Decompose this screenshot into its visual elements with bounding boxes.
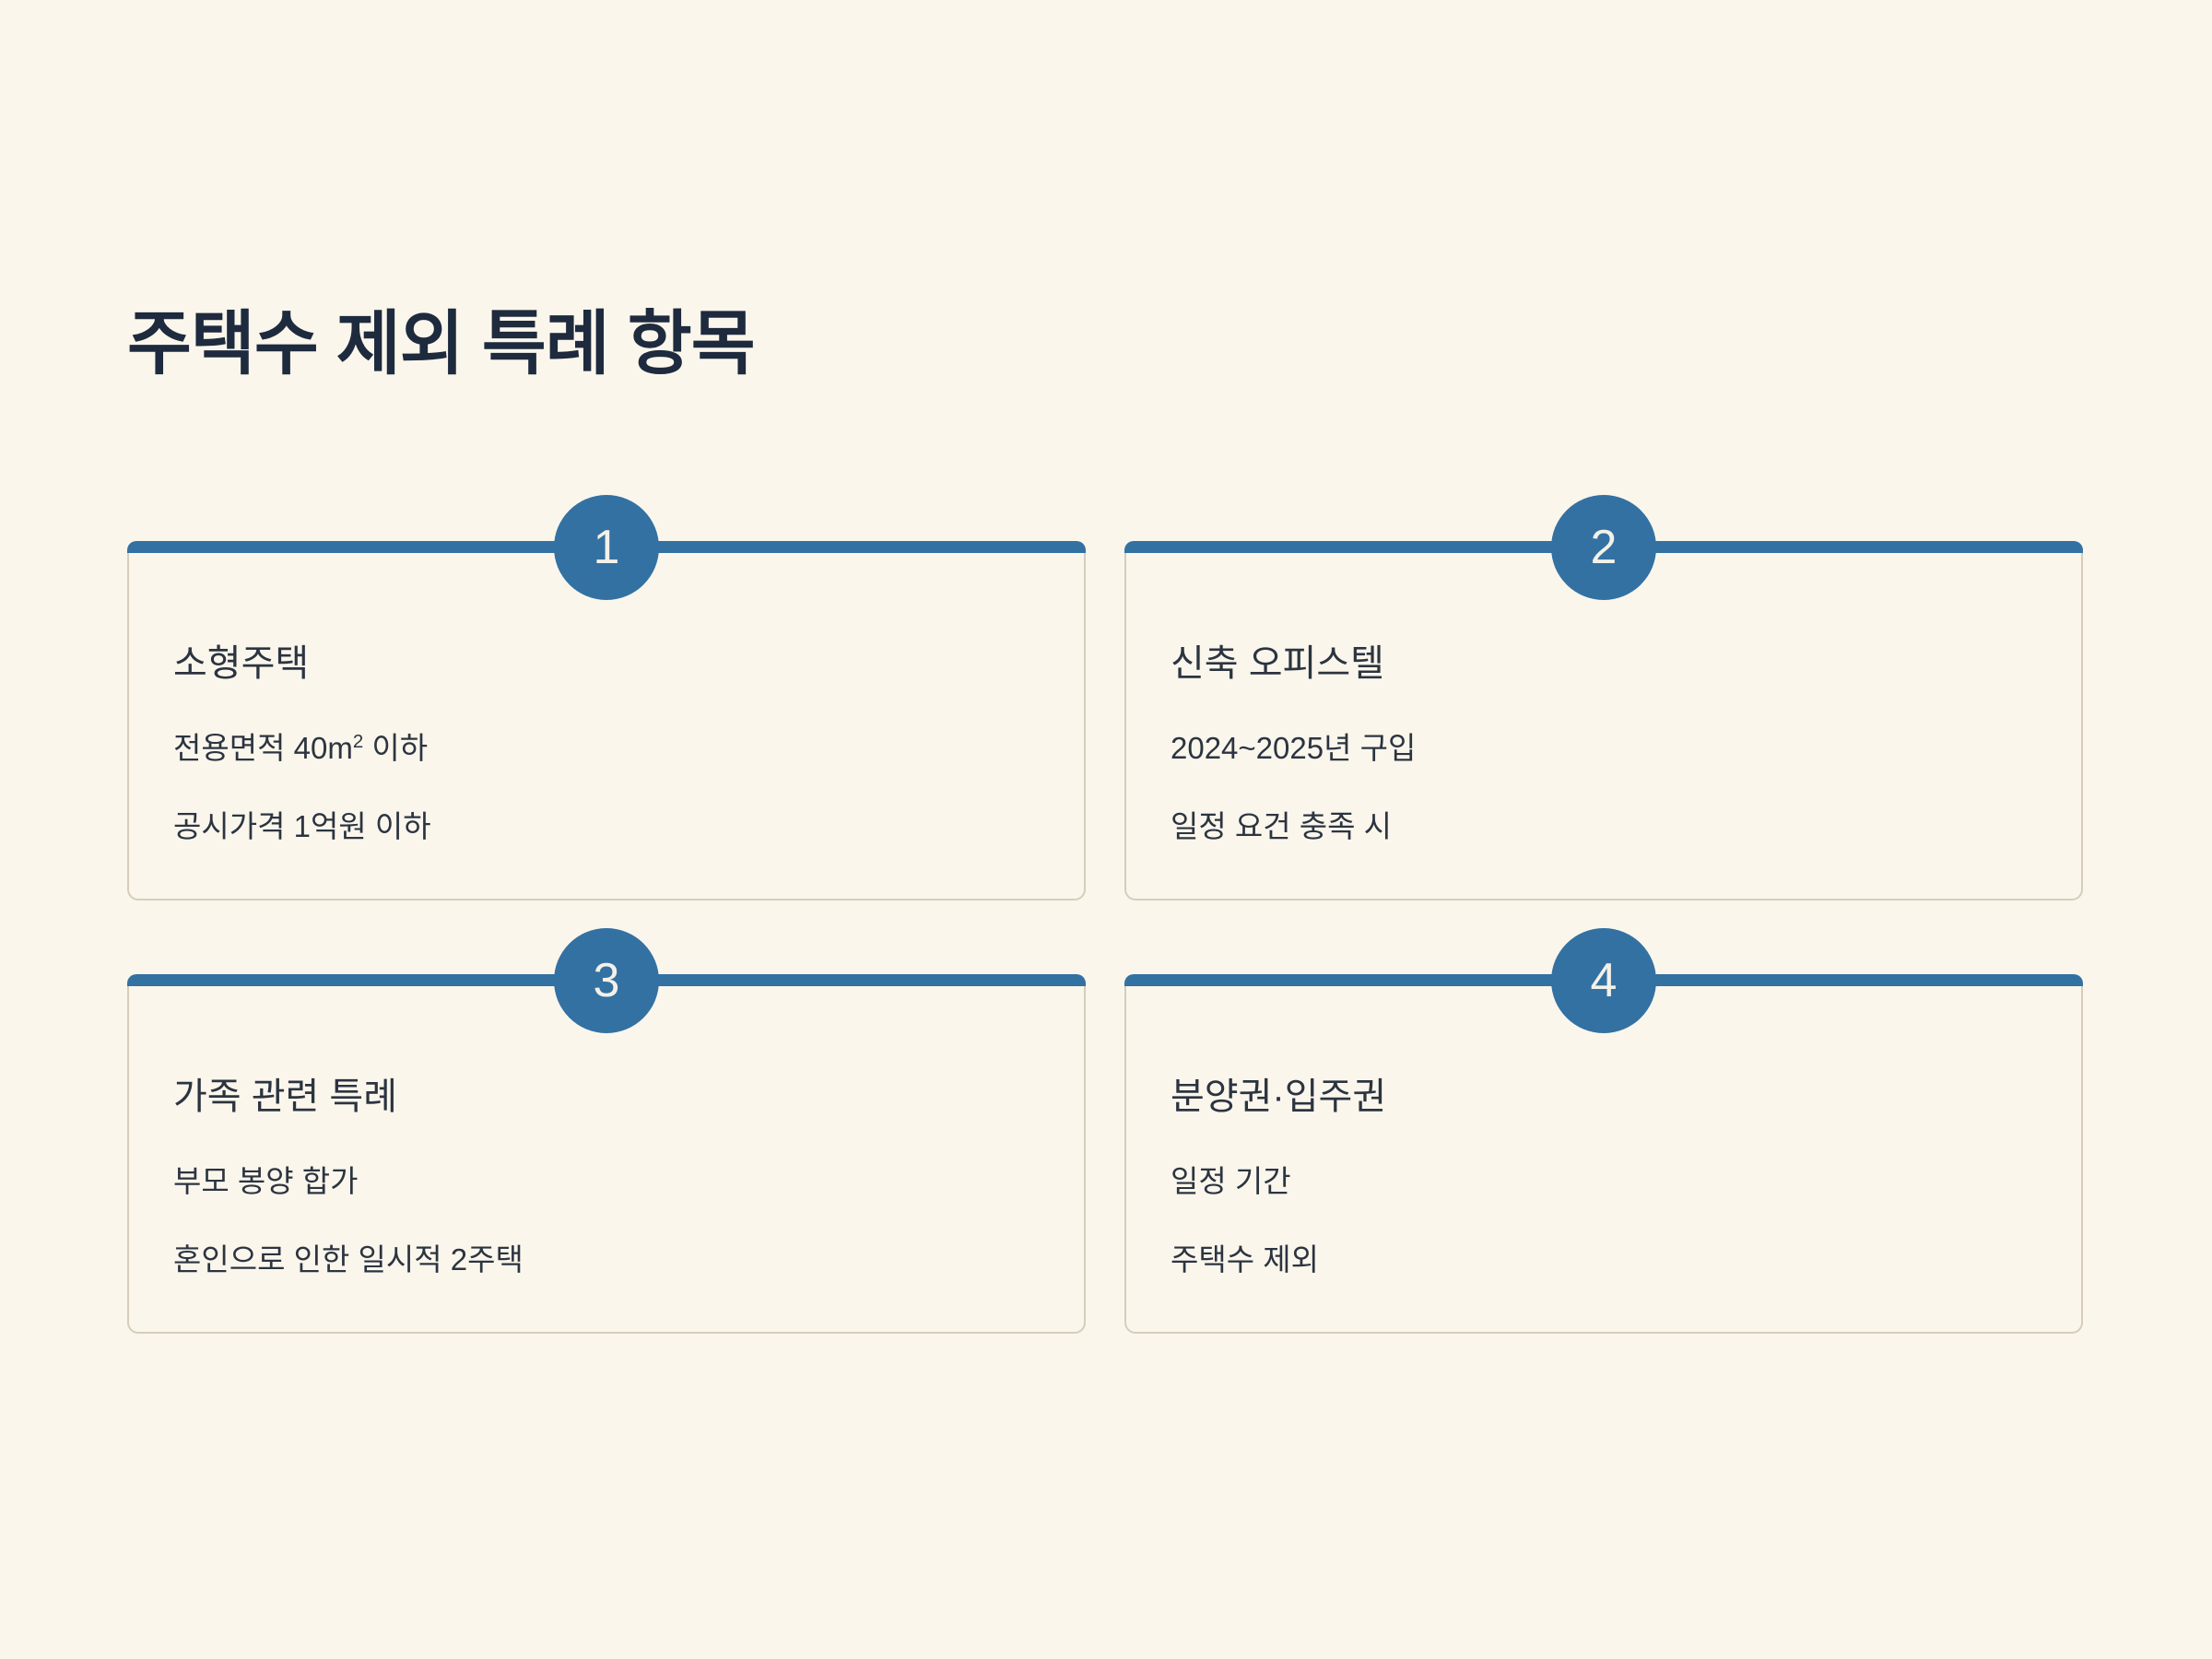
card-detail-line: 부모 봉양 합가 xyxy=(173,1162,1040,1202)
card-detail-text: 주택수 제외 xyxy=(1171,1241,1319,1277)
feature-card-4: 4 분양권·입주권 일정 기간 주택수 제외 xyxy=(1124,928,2083,1334)
card-detail-text: 공시가격 1억원 이하 xyxy=(173,808,431,843)
superscript-two: 2 xyxy=(352,731,364,752)
card-detail-line: 공시가격 1억원 이하 xyxy=(173,807,1040,847)
card-number-badge: 1 xyxy=(554,495,659,600)
card-heading: 소형주택 xyxy=(173,643,310,684)
card-detail-text: 부모 봉양 합가 xyxy=(173,1164,359,1198)
card-detail-text: 일정 요건 충족 시 xyxy=(1171,808,1393,843)
card-body: 신축 오피스텔 2024~2025년 구입 일정 요건 충족 시 xyxy=(1171,641,2037,847)
card-detail-line: 전용면적 40m2 이하 xyxy=(173,729,1040,769)
card-body: 가족 관련 특례 부모 봉양 합가 혼인으로 인한 일시적 2주택 xyxy=(173,1074,1040,1280)
card-heading: 가족 관련 특례 xyxy=(173,1077,398,1117)
card-detail-line: 2024~2025년 구입 xyxy=(1171,729,2037,769)
card-body: 소형주택 전용면적 40m2 이하 공시가격 1억원 이하 xyxy=(173,641,1040,847)
card-detail-text: 일정 기간 xyxy=(1171,1164,1291,1198)
card-detail-text: 혼인으로 인한 일시적 2주택 xyxy=(173,1241,524,1277)
card-number-badge: 3 xyxy=(554,928,659,1033)
card-detail-line: 혼인으로 인한 일시적 2주택 xyxy=(173,1241,1040,1280)
feature-card-3: 3 가족 관련 특례 부모 봉양 합가 혼인으로 인한 일시적 2주택 xyxy=(127,928,1086,1334)
card-detail-suffix: 이하 xyxy=(363,731,429,765)
card-detail-line: 주택수 제외 xyxy=(1171,1241,2037,1280)
card-number-badge: 4 xyxy=(1551,928,1656,1033)
card-detail-line: 일정 기간 xyxy=(1171,1162,2037,1202)
card-body: 분양권·입주권 일정 기간 주택수 제외 xyxy=(1171,1074,2037,1280)
page-title: 주택수 제외 특례 항목 xyxy=(127,305,756,383)
card-heading: 신축 오피스텔 xyxy=(1171,643,1384,684)
feature-card-1: 1 소형주택 전용면적 40m2 이하 공시가격 1억원 이하 xyxy=(127,495,1086,900)
feature-card-2: 2 신축 오피스텔 2024~2025년 구입 일정 요건 충족 시 xyxy=(1124,495,2083,900)
card-number-badge: 2 xyxy=(1551,495,1656,600)
card-detail-text: 전용면적 40m xyxy=(173,731,353,765)
card-grid: 1 소형주택 전용면적 40m2 이하 공시가격 1억원 이하 2 신축 오피스… xyxy=(127,495,2083,1334)
card-detail-line: 일정 요건 충족 시 xyxy=(1171,807,2037,847)
card-heading: 분양권·입주권 xyxy=(1171,1077,1387,1117)
card-detail-text: 2024~2025년 구입 xyxy=(1171,731,1417,765)
